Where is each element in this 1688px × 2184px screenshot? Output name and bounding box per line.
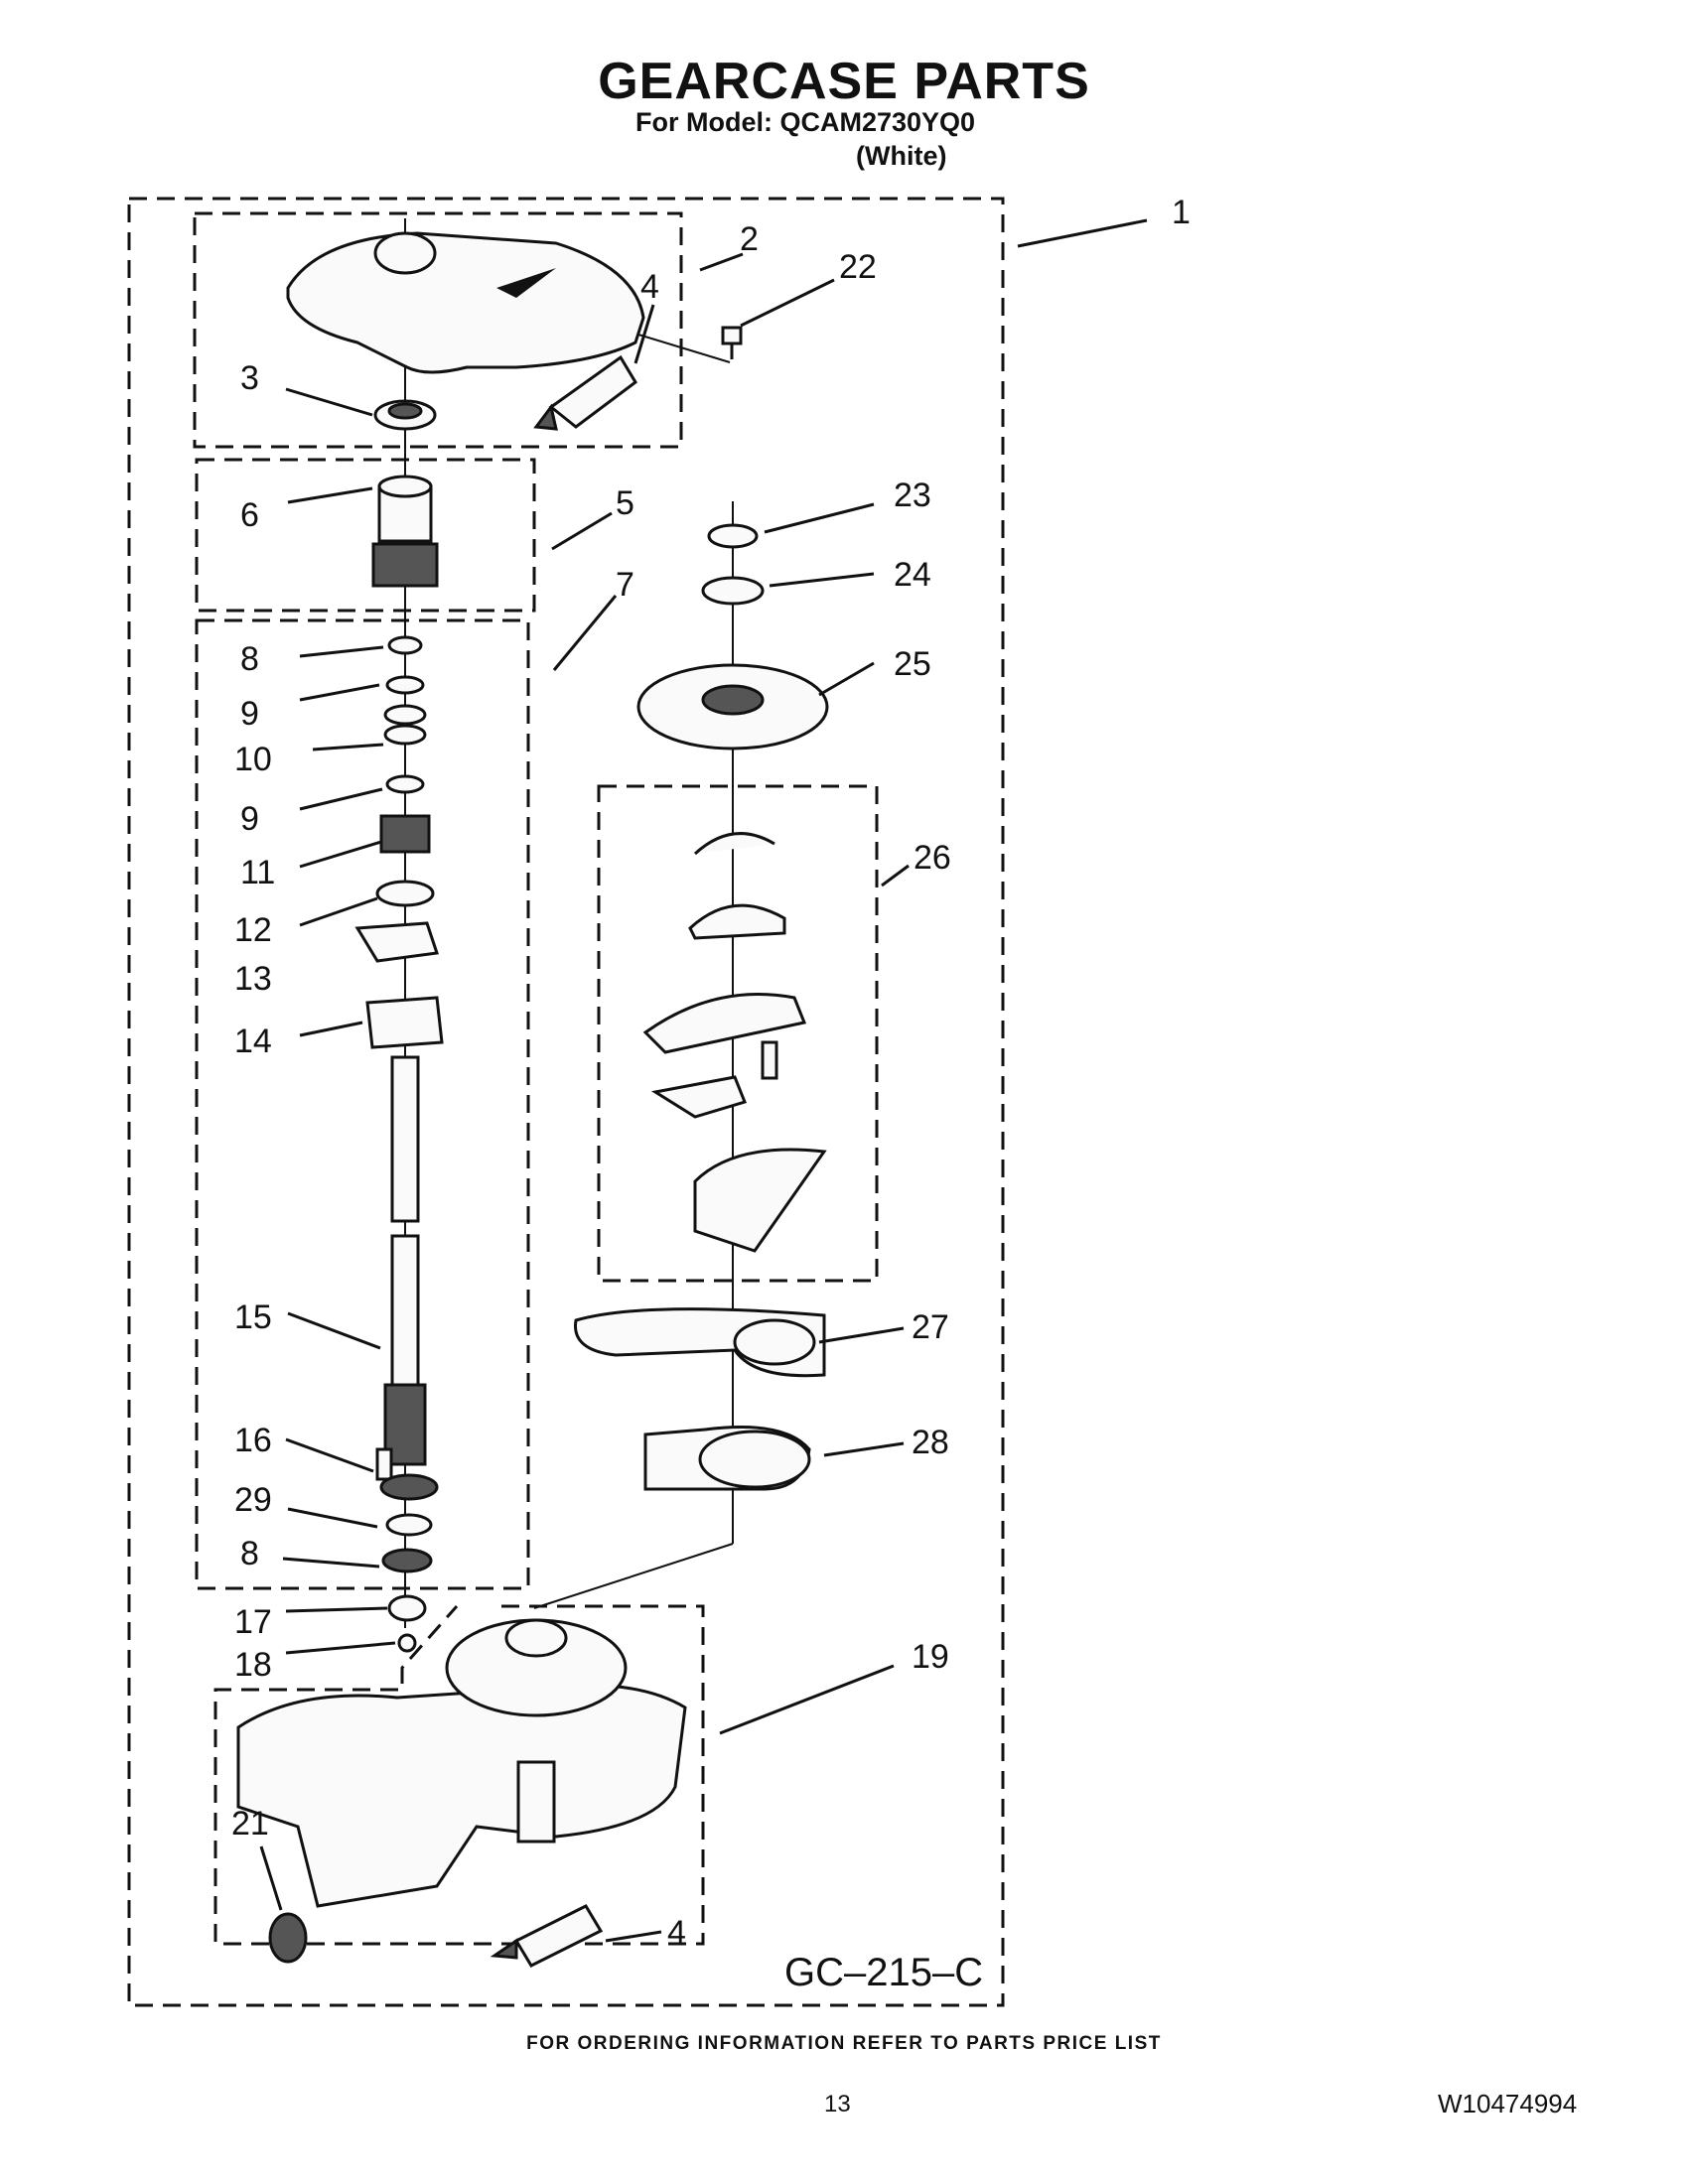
callout-15: 15 [234,1298,272,1336]
callout-4-bottom: 4 [667,1914,686,1952]
model-number: For Model: QCAM2730YQ0 [635,107,976,137]
ordering-note: FOR ORDERING INFORMATION REFER TO PARTS … [526,2033,1162,2054]
callout-28: 28 [912,1424,949,1461]
callout-13: 13 [234,960,272,998]
pinion [371,475,439,588]
callout-19: 19 [912,1638,949,1676]
screw [721,326,743,359]
assembly-box-2 [193,211,683,449]
callout-7: 7 [616,566,634,604]
grease-tube-bottom [490,1904,604,1968]
callout-14: 14 [234,1023,272,1060]
assembly-box-1 [127,197,1005,2007]
lower-left-parts [375,1447,439,1653]
assembly-box-26 [597,784,879,1283]
model-color: (White) [856,141,947,171]
grease-tube-top [533,354,637,431]
leader-arrows [259,218,1148,1943]
brake-spring [643,1426,811,1491]
seal-21 [268,1912,308,1964]
clutch-parts [642,832,827,1253]
callout-27: 27 [912,1308,949,1346]
callout-5: 5 [616,484,634,522]
assembly-box-19 [213,1604,705,1946]
callout-1: 1 [1172,194,1191,231]
callout-4-top: 4 [640,268,659,306]
page-title: GEARCASE PARTS [598,53,1090,110]
diagram-code: GC–215–C [784,1951,983,1994]
callout-12: 12 [234,911,272,949]
callout-25: 25 [894,645,931,683]
assembly-box-7 [195,618,530,1590]
callout-10: 10 [234,741,272,778]
callout-26: 26 [914,839,951,877]
callout-3: 3 [240,359,259,397]
callout-22: 22 [839,248,877,286]
callout-21: 21 [231,1805,269,1843]
callout-17: 17 [234,1603,272,1641]
callout-11: 11 [240,854,275,891]
right-stack-washers [701,523,765,606]
callout-23: 23 [894,477,931,514]
connector-line [533,1543,734,1609]
callout-2: 2 [740,220,759,258]
left-stack-parts [354,635,444,1049]
callout-18: 18 [234,1646,272,1684]
document-number: W10474994 [1438,2089,1578,2118]
agitator-shaft [383,1055,427,1466]
callout-16: 16 [234,1422,272,1459]
seal [373,399,437,431]
drive-gear [636,663,829,751]
gearcase-cover [286,231,645,374]
gearcase-housing [236,1618,687,1908]
callout-9-bottom: 9 [240,800,259,838]
callout-24: 24 [894,556,931,594]
callout-6: 6 [240,496,259,534]
assembly-box-5 [195,458,536,613]
callout-8-bottom: 8 [240,1535,259,1572]
callout-29: 29 [234,1481,272,1519]
brake-plate [574,1307,826,1378]
callout-9-top: 9 [240,695,259,733]
page-number: 13 [824,2091,851,2117]
callout-8-top: 8 [240,640,259,678]
